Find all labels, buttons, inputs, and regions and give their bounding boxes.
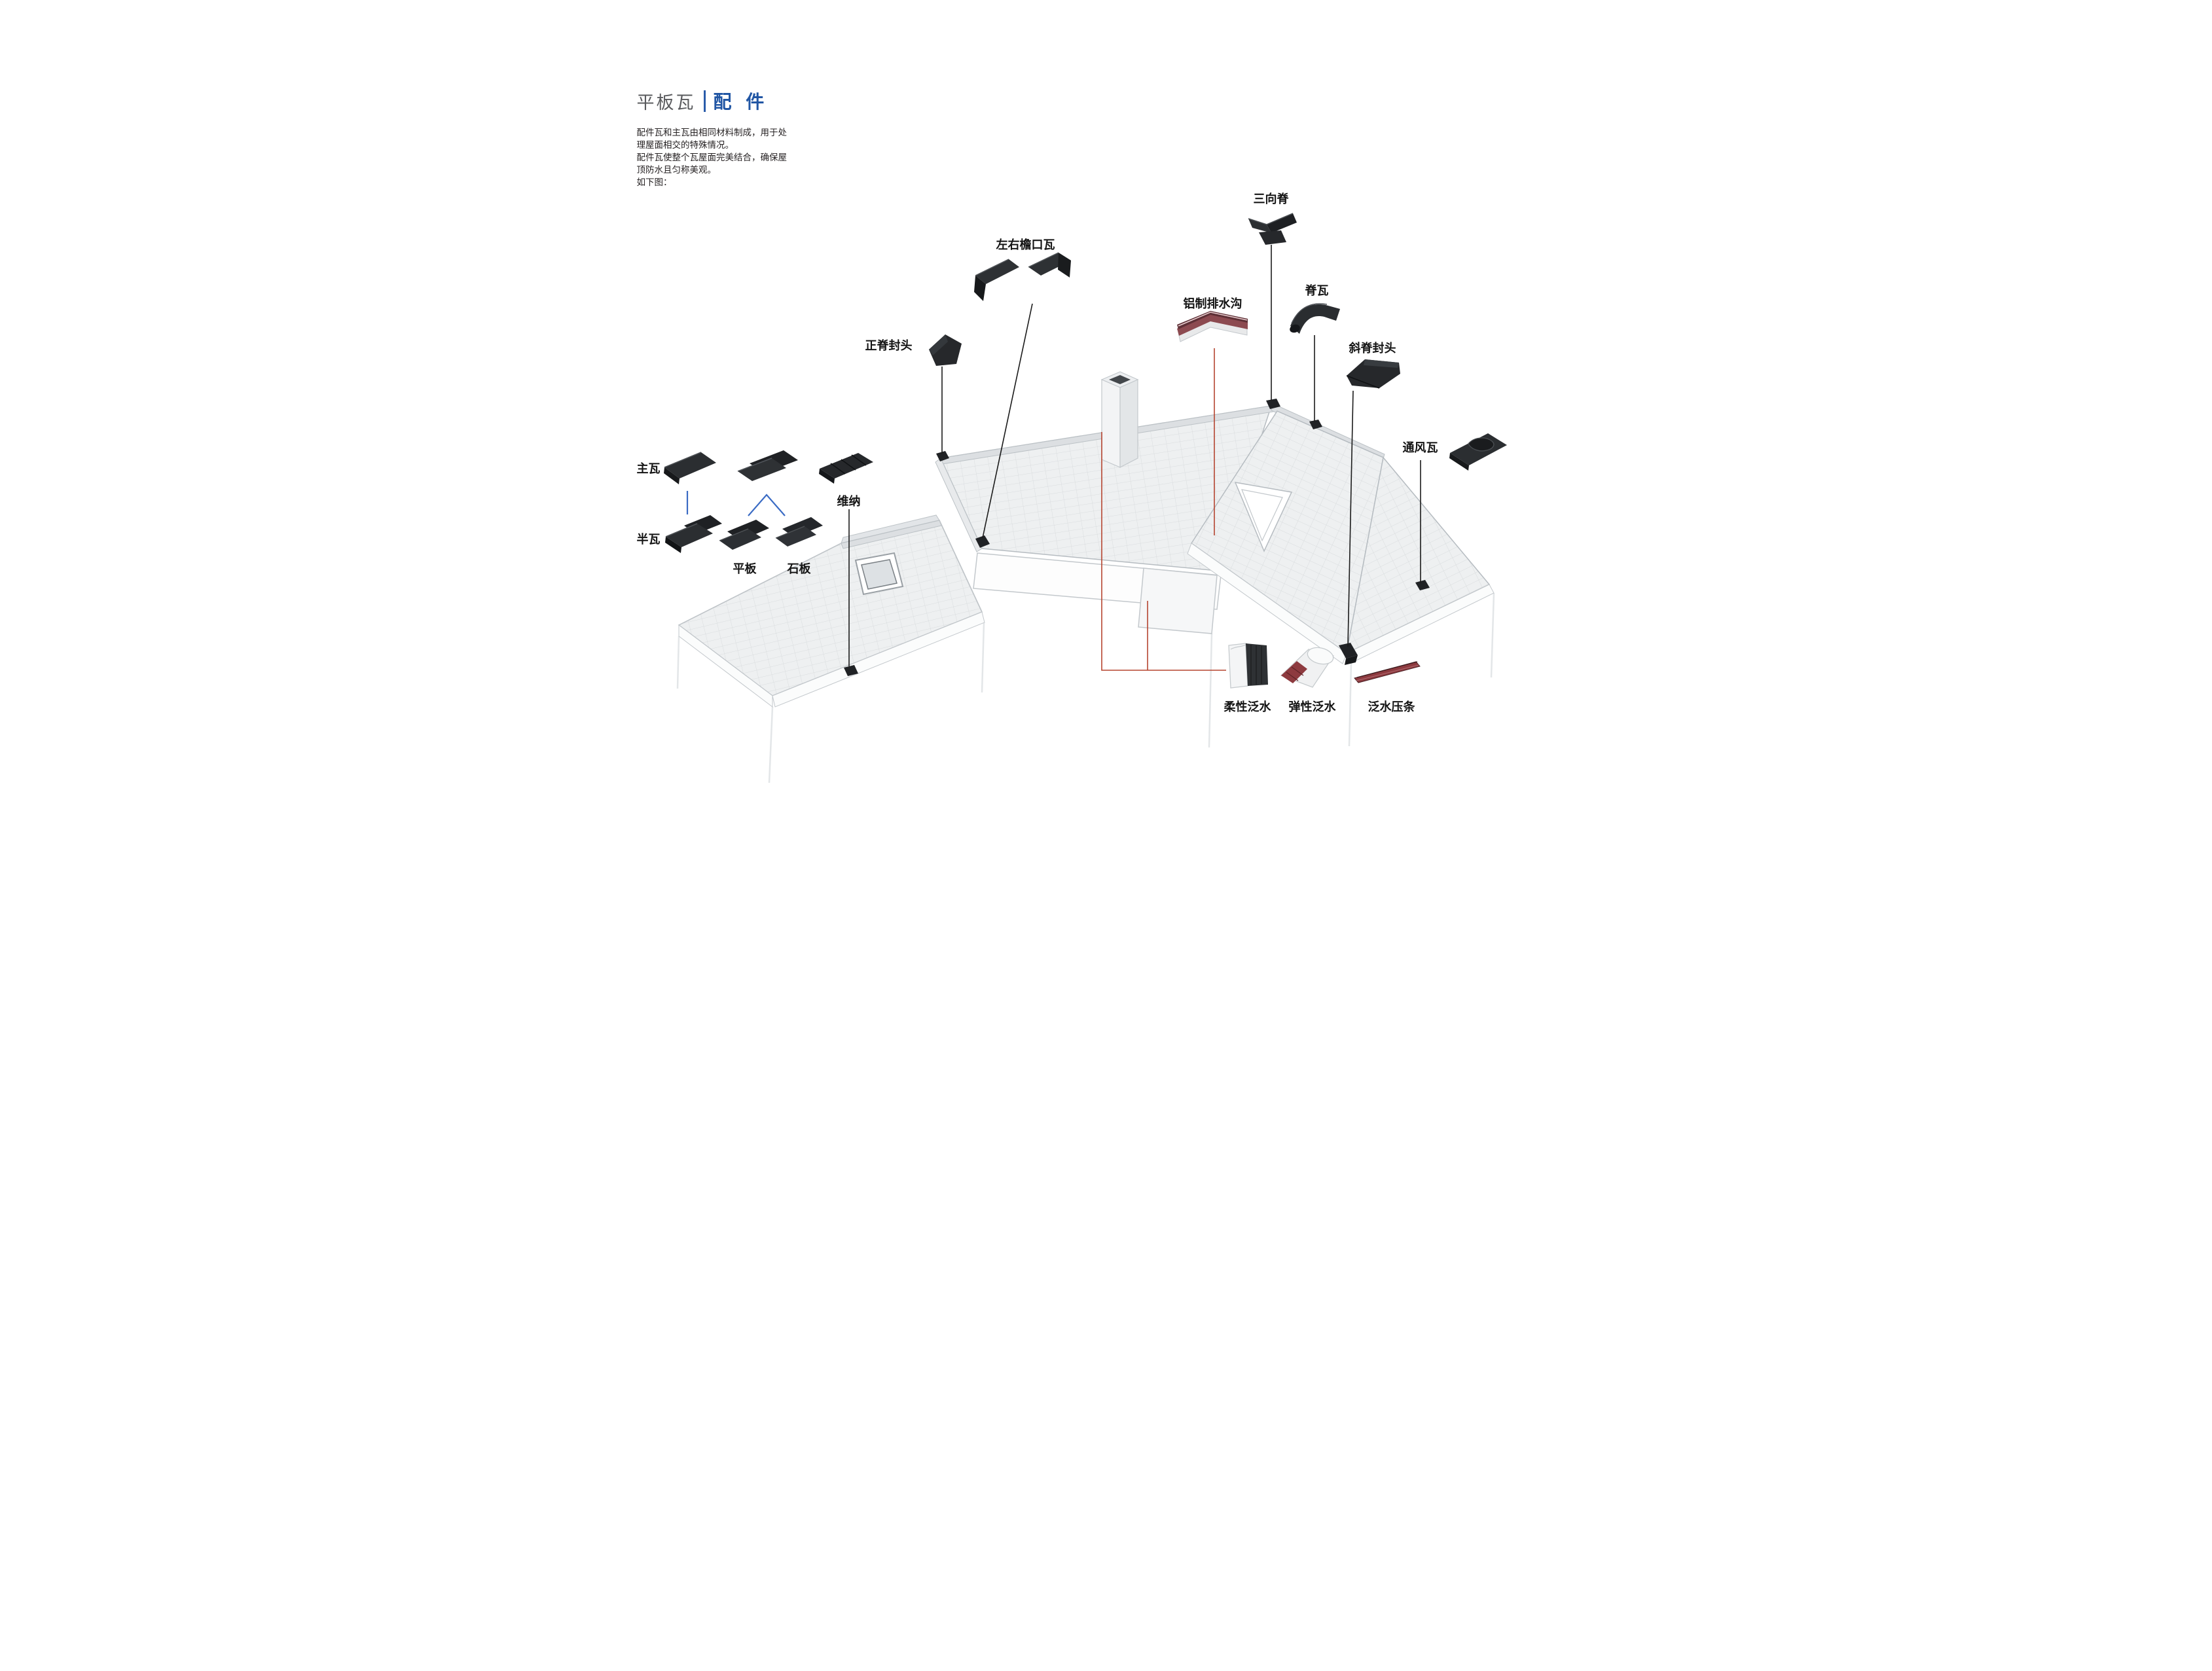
intro-text: 配件瓦和主瓦由相同材料制成，用于处 理屋面相交的特殊情况。 配件瓦使整个瓦屋面完… bbox=[637, 126, 788, 189]
leader-lines-black bbox=[848, 245, 1421, 666]
callout-label-slate: 石板 bbox=[787, 562, 811, 575]
chimney bbox=[1100, 371, 1138, 468]
callout-label-half-tile: 半瓦 bbox=[636, 533, 661, 546]
callout-label-flexible-flashing: 柔性泛水 bbox=[1224, 700, 1271, 713]
roof-diagram bbox=[663, 213, 1507, 783]
leader-lines-red bbox=[1100, 348, 1226, 671]
icon-eave-tiles bbox=[973, 252, 1071, 301]
mark-three-way-ridge bbox=[1265, 399, 1280, 409]
intro-line: 配件瓦和主瓦由相同材料制成，用于处 bbox=[636, 128, 788, 137]
installed-part-marks bbox=[843, 399, 1430, 676]
dormer-opening bbox=[1234, 482, 1292, 552]
callout-label-hip-ridge-end-cap: 斜脊封头 bbox=[1349, 342, 1396, 355]
icon-aluminum-gutter bbox=[1176, 311, 1248, 342]
callout-label-flat-panel: 平板 bbox=[733, 562, 757, 575]
page-header: 平板瓦 配 件 bbox=[637, 88, 769, 114]
icon-three-way-ridge bbox=[1248, 213, 1297, 245]
mark-vienna-tile bbox=[843, 665, 858, 676]
icon-ridge-tile bbox=[1289, 303, 1340, 334]
icon-interlocking-tile bbox=[737, 450, 798, 481]
icon-flat-panel-tiles bbox=[719, 520, 769, 550]
intro-line: 顶防水且匀称美观。 bbox=[636, 165, 717, 175]
callout-label-eave-tiles: 左右檐口瓦 bbox=[996, 238, 1055, 251]
mark-main-ridge-end bbox=[935, 451, 949, 461]
icon-main-ridge-end-cap bbox=[928, 334, 962, 366]
page-title: 配 件 bbox=[713, 92, 769, 112]
intro-line: 如下图： bbox=[636, 177, 672, 187]
mark-hip-end-cap bbox=[1338, 643, 1358, 658]
callout-label-ridge-tile: 脊瓦 bbox=[1305, 284, 1329, 297]
skylight-window bbox=[854, 552, 903, 596]
icon-vienna-tile bbox=[818, 453, 873, 484]
intro-line: 配件瓦使整个瓦屋面完美结合，确保屋 bbox=[636, 153, 788, 162]
gutter-platform-leg bbox=[1137, 567, 1218, 634]
icon-vent-tile bbox=[1449, 433, 1507, 471]
callout-label-three-way-ridge: 三向脊 bbox=[1253, 192, 1289, 206]
header-divider bbox=[703, 90, 706, 112]
variant-connector-lines bbox=[686, 491, 786, 516]
callout-label-vienna: 维纳 bbox=[837, 495, 861, 508]
icon-flashing-batten bbox=[1353, 661, 1421, 683]
left-wing-roof bbox=[678, 514, 985, 708]
intro-line: 理屋面相交的特殊情况。 bbox=[636, 140, 734, 150]
wall-hint-lines bbox=[676, 592, 1495, 783]
icon-main-tile bbox=[663, 452, 716, 484]
mark-eave-tile bbox=[975, 535, 990, 548]
callout-label-aluminum-gutter: 铝制排水沟 bbox=[1183, 297, 1242, 310]
icon-half-tile bbox=[664, 515, 722, 553]
mark-ridge-tile bbox=[1309, 420, 1322, 429]
callout-label-main-ridge-end-cap: 正脊封头 bbox=[865, 339, 913, 352]
callout-label-flashing-batten: 泛水压条 bbox=[1368, 700, 1415, 713]
icon-slate-tiles bbox=[775, 517, 823, 547]
icon-elastic-flashing bbox=[1280, 647, 1334, 688]
icon-flexible-flashing bbox=[1227, 643, 1268, 689]
category-label: 平板瓦 bbox=[636, 92, 696, 113]
mark-vent-tile bbox=[1415, 580, 1430, 590]
callout-label-vent-tile: 通风瓦 bbox=[1402, 441, 1438, 454]
right-wing-roof bbox=[1186, 403, 1495, 664]
catalog-page: 平板瓦 配 件 配件瓦和主瓦由相同材料制成，用于处 理屋面相交的特殊情况。 配件… bbox=[553, 0, 1659, 836]
mark-hip-end-cap-face bbox=[1344, 655, 1358, 665]
callout-label-main-tile: 主瓦 bbox=[636, 462, 661, 475]
icon-hip-ridge-end-cap bbox=[1346, 359, 1400, 389]
callout-label-elastic-flashing: 弹性泛水 bbox=[1288, 700, 1336, 713]
